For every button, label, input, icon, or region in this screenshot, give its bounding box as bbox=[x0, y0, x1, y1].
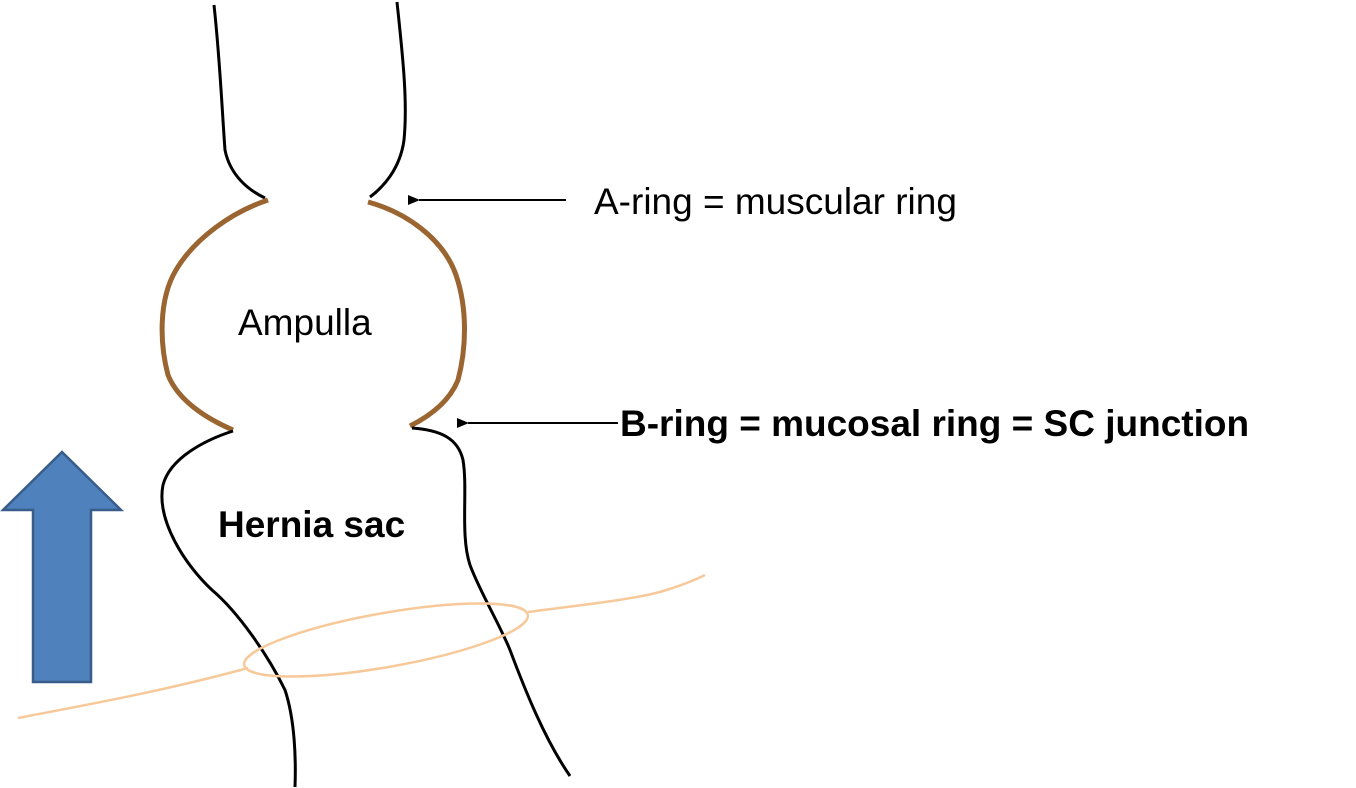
diaphragm-right bbox=[527, 573, 706, 614]
hernia-sac-right-wall bbox=[411, 426, 572, 777]
a-ring-label: A-ring = muscular ring bbox=[594, 181, 957, 222]
b-ring-label: B-ring = mucosal ring = SC junction bbox=[620, 403, 1250, 444]
ampulla-right-wall bbox=[367, 199, 467, 429]
ampulla-left-wall bbox=[159, 197, 269, 433]
hernia-sac-label: Hernia sac bbox=[218, 504, 406, 545]
hernia-sac-left-wall bbox=[160, 429, 297, 788]
esophagus-left-wall bbox=[212, 4, 266, 200]
diaphragm-hiatus bbox=[242, 602, 530, 678]
ampulla-label: Ampulla bbox=[238, 302, 372, 343]
up-arrow-icon bbox=[0, 450, 125, 684]
esophagus-right-wall bbox=[369, 1, 407, 199]
diaphragm-left bbox=[17, 666, 249, 720]
